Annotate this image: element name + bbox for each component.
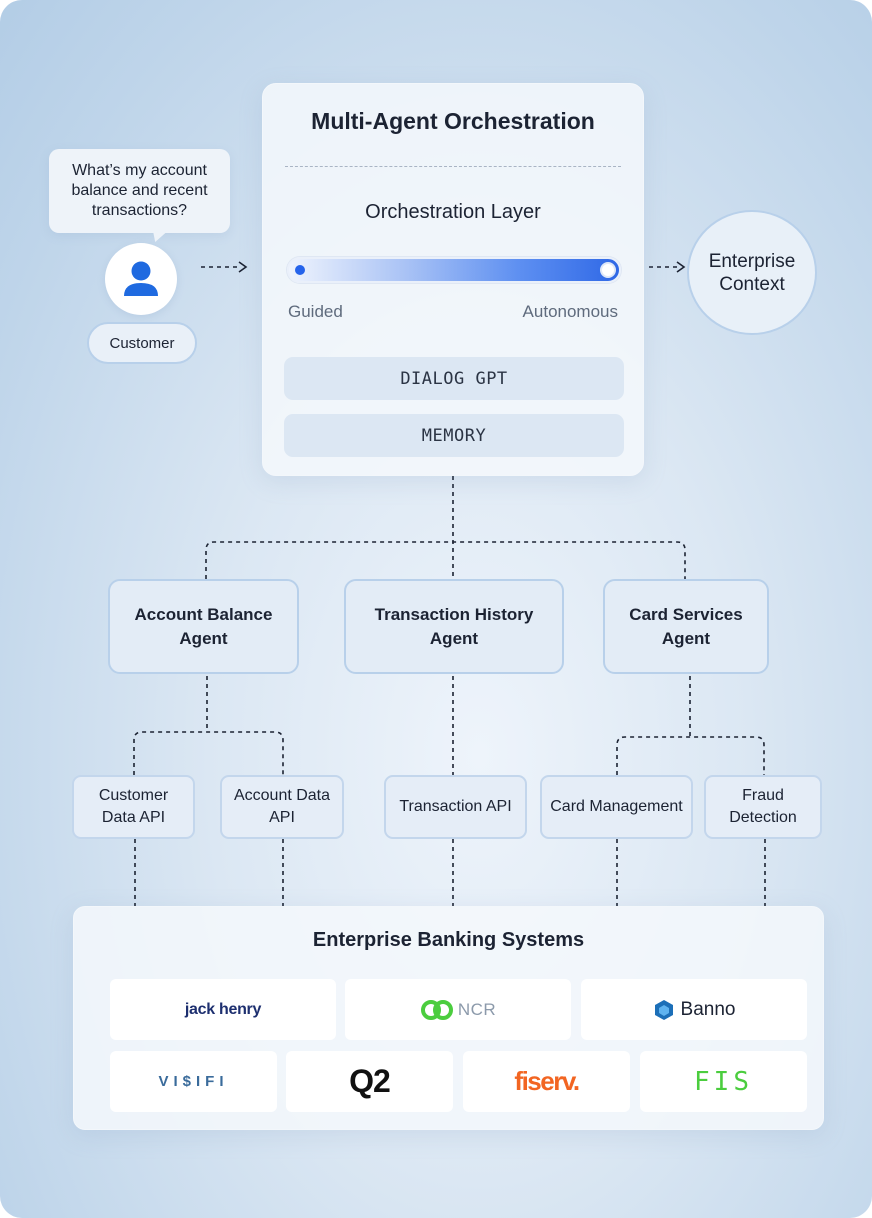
api-transaction: Transaction API: [384, 775, 527, 839]
module-dialog-gpt: DIALOG GPT: [284, 357, 624, 400]
logo-card-ncr: NCR: [345, 979, 571, 1040]
agent-transaction-history: Transaction History Agent: [344, 579, 564, 674]
agent-account-balance: Account Balance Agent: [108, 579, 299, 674]
agent-card-services: Card Services Agent: [603, 579, 769, 674]
customer-question-text: What’s my account balance and recent tra…: [71, 162, 208, 219]
agent-label: Transaction History Agent: [374, 604, 534, 648]
banno-logo: Banno: [653, 998, 736, 1021]
user-icon: [124, 261, 158, 296]
api-label: Transaction API: [399, 798, 512, 815]
agent-label: Account Balance Agent: [134, 604, 273, 648]
fis-logo: FIS: [694, 1066, 753, 1097]
guided-autonomous-slider[interactable]: [287, 257, 621, 283]
api-fraud-detection: Fraud Detection: [704, 775, 822, 839]
logo-card-fis: FIS: [640, 1051, 807, 1112]
orchestration-divider: [285, 166, 621, 167]
fiserv-logo: fiserv.: [514, 1066, 580, 1096]
ncr-logo-text: NCR: [457, 999, 497, 1019]
orchestration-layer-title: Orchestration Layer: [365, 201, 541, 223]
customer-question-bubble: What’s my account balance and recent tra…: [49, 149, 230, 233]
logo-card-jack-henry: jack henry: [110, 979, 336, 1040]
q2-logo: Q2: [349, 1063, 391, 1099]
enterprise-banking-panel: Enterprise Banking Systems jack henry NC…: [73, 906, 824, 1130]
api-label: Fraud Detection: [729, 787, 797, 826]
arrowhead-to-orchestration: [238, 261, 248, 273]
line-agents-bus: [205, 541, 686, 579]
line-card-bus: [616, 736, 765, 775]
logo-card-visifi: VI$IFI: [110, 1051, 277, 1112]
customer-label: Customer: [87, 322, 197, 364]
visifi-logo: VI$IFI: [158, 1073, 229, 1090]
ncr-rings-icon: [420, 999, 453, 1020]
api-label: Card Management: [550, 798, 683, 815]
api-account-data: Account Data API: [220, 775, 344, 839]
ncr-logo: NCR: [420, 999, 496, 1021]
arrowhead-to-context: [676, 261, 686, 273]
logo-card-fiserv: fiserv.: [463, 1051, 630, 1112]
slider-knob[interactable]: [600, 262, 616, 278]
jack-henry-logo: jack henry: [184, 1000, 262, 1018]
orchestration-title: Multi-Agent Orchestration: [311, 108, 595, 134]
orchestration-panel: Multi-Agent Orchestration Orchestration …: [262, 83, 644, 476]
api-label: Customer Data API: [98, 787, 169, 826]
customer-label-text: Customer: [109, 334, 175, 352]
api-customer-data: Customer Data API: [72, 775, 195, 839]
enterprise-context-label: Enterprise Context: [708, 250, 796, 295]
banno-hexagon-icon: [654, 999, 673, 1020]
banking-title: Enterprise Banking Systems: [312, 929, 585, 951]
banno-logo-text: Banno: [680, 998, 736, 1020]
api-label: Account Data API: [233, 787, 331, 826]
slider-label-autonomous: Autonomous: [522, 302, 618, 321]
module-memory: MEMORY: [284, 414, 624, 457]
enterprise-context-circle: Enterprise Context: [687, 210, 817, 335]
customer-avatar: [105, 243, 177, 315]
line-balance-bus: [133, 731, 284, 775]
agent-label: Card Services Agent: [629, 604, 743, 648]
logo-card-banno: Banno: [581, 979, 807, 1040]
slider-start-dot: [295, 265, 305, 275]
slider-label-guided: Guided: [288, 302, 343, 321]
logo-card-q2: Q2: [286, 1051, 453, 1112]
api-card-management: Card Management: [540, 775, 693, 839]
